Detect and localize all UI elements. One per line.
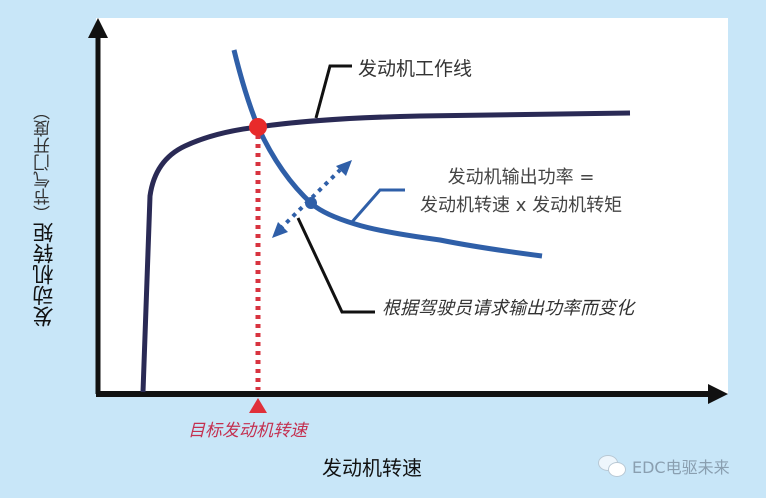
y-axis-arrow-icon xyxy=(88,18,108,38)
power-change-arrow xyxy=(272,160,352,238)
work-line-leader xyxy=(314,64,352,119)
arrow-down-left-icon xyxy=(272,222,288,238)
plot-area xyxy=(96,18,728,394)
y-axis-title: 发动机转矩 （节气门开度） xyxy=(14,70,74,360)
power-formula-line2: 发动机转速 x 发动机转矩 xyxy=(420,195,623,216)
y-axis-title-sub: （节气门开度） xyxy=(34,103,54,222)
operating-point xyxy=(249,118,267,136)
power-curve-point xyxy=(305,197,317,209)
x-axis-arrow-icon xyxy=(708,384,728,404)
power-formula-line1: 发动机输出功率 = xyxy=(447,167,595,188)
power-formula-label: 发动机输出功率 = 发动机转速 x 发动机转矩 xyxy=(420,164,622,220)
target-speed-label: 目标发动机转速 xyxy=(188,421,307,441)
y-axis xyxy=(88,18,108,394)
arrow-up-right-icon xyxy=(336,160,352,176)
target-speed-marker-icon xyxy=(249,398,267,413)
watermark: EDC电驱未来 xyxy=(598,454,730,478)
watermark-text: EDC电驱未来 xyxy=(632,458,730,477)
driver-request-label: 根据驾驶员请求输出功率而变化 xyxy=(382,298,634,319)
y-axis-title-main: 发动机转矩 xyxy=(32,222,56,327)
x-axis xyxy=(96,384,728,404)
driver-request-leader xyxy=(296,217,375,314)
engine-work-line xyxy=(140,110,631,393)
work-line-label: 发动机工作线 xyxy=(358,58,473,80)
power-curve-leader xyxy=(350,188,405,223)
x-axis-title: 发动机转速 xyxy=(322,456,422,480)
wechat-icon xyxy=(598,455,626,477)
